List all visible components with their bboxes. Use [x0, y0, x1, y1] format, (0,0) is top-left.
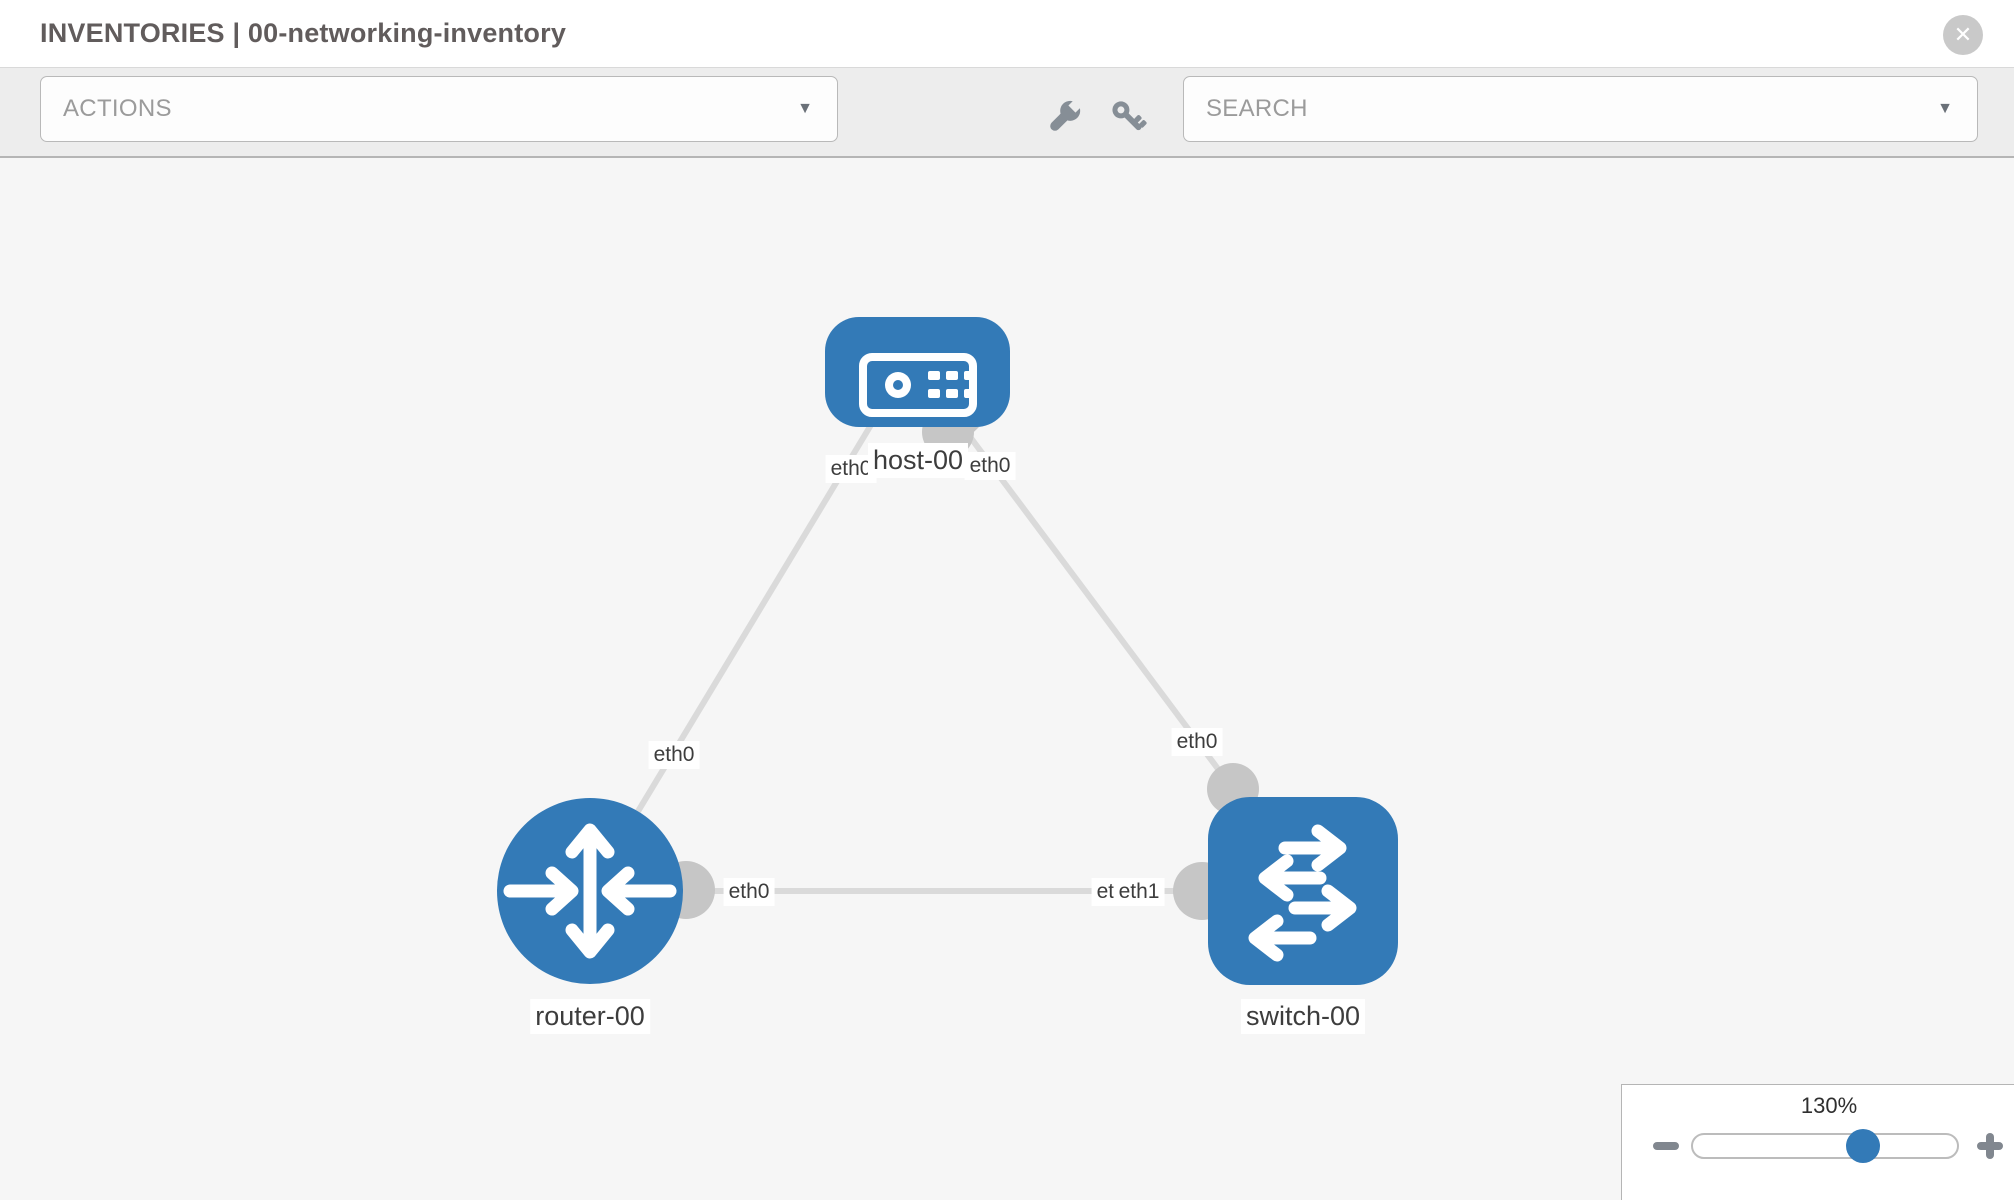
- zoom-slider[interactable]: [1691, 1133, 1959, 1159]
- node-switch-00[interactable]: [1208, 797, 1398, 985]
- zoom-slider-thumb[interactable]: [1846, 1129, 1880, 1163]
- actions-dropdown[interactable]: ACTIONS ▼: [40, 76, 838, 142]
- credentials-button[interactable]: [1106, 97, 1150, 141]
- page-title: INVENTORIES | 00-networking-inventory: [40, 18, 567, 48]
- zoom-out-button minus-icon[interactable]: [1653, 1142, 1679, 1150]
- caret-down-icon: ▼: [1937, 100, 1953, 117]
- node-router-00[interactable]: [497, 798, 683, 984]
- tools-button[interactable]: [1042, 97, 1086, 141]
- key-icon: [1108, 97, 1148, 142]
- iface-label-host-router-src: eth0: [825, 455, 877, 484]
- iface-label-host-switch-src: eth0: [964, 452, 1016, 481]
- link-host-router: [587, 408, 883, 893]
- zoom-panel: 130%: [1621, 1084, 2014, 1200]
- actions-dropdown-label: ACTIONS: [63, 95, 172, 122]
- iface-label-host-router-tgt: eth0: [648, 741, 700, 770]
- switch-icon: [1248, 824, 1357, 962]
- host-icon: [859, 353, 977, 417]
- node-label-switch: switch-00: [1240, 999, 1366, 1035]
- iface-label-router-switch-tgt: eth1: [1113, 878, 1165, 907]
- page-header: INVENTORIES | 00-networking-inventory ✕: [0, 0, 2014, 68]
- zoom-in-button plus-icon[interactable]: [1977, 1133, 2003, 1159]
- topology-canvas[interactable]: host-00 router-00 switch-00 eth0 eth0 et…: [0, 160, 2014, 1200]
- iface-label-router-switch-src: eth0: [723, 878, 775, 907]
- search-dropdown-label: SEARCH: [1206, 95, 1308, 122]
- wrench-icon: [1044, 97, 1084, 142]
- zoom-value: 130%: [1800, 1093, 1858, 1118]
- search-dropdown[interactable]: SEARCH ▼: [1183, 76, 1978, 142]
- router-icon: [503, 823, 677, 959]
- topology-graph: [497, 317, 1398, 985]
- caret-down-icon: ▼: [797, 100, 813, 117]
- close-icon: ✕: [1953, 22, 1973, 47]
- node-label-router: router-00: [530, 999, 650, 1035]
- iface-label-host-switch-tgt: eth0: [1171, 728, 1223, 757]
- toolbar: ACTIONS ▼: [0, 68, 2014, 158]
- node-host-00[interactable]: [825, 317, 1010, 427]
- node-label-host: host-00: [867, 443, 969, 479]
- close-button[interactable]: ✕: [1943, 15, 1983, 55]
